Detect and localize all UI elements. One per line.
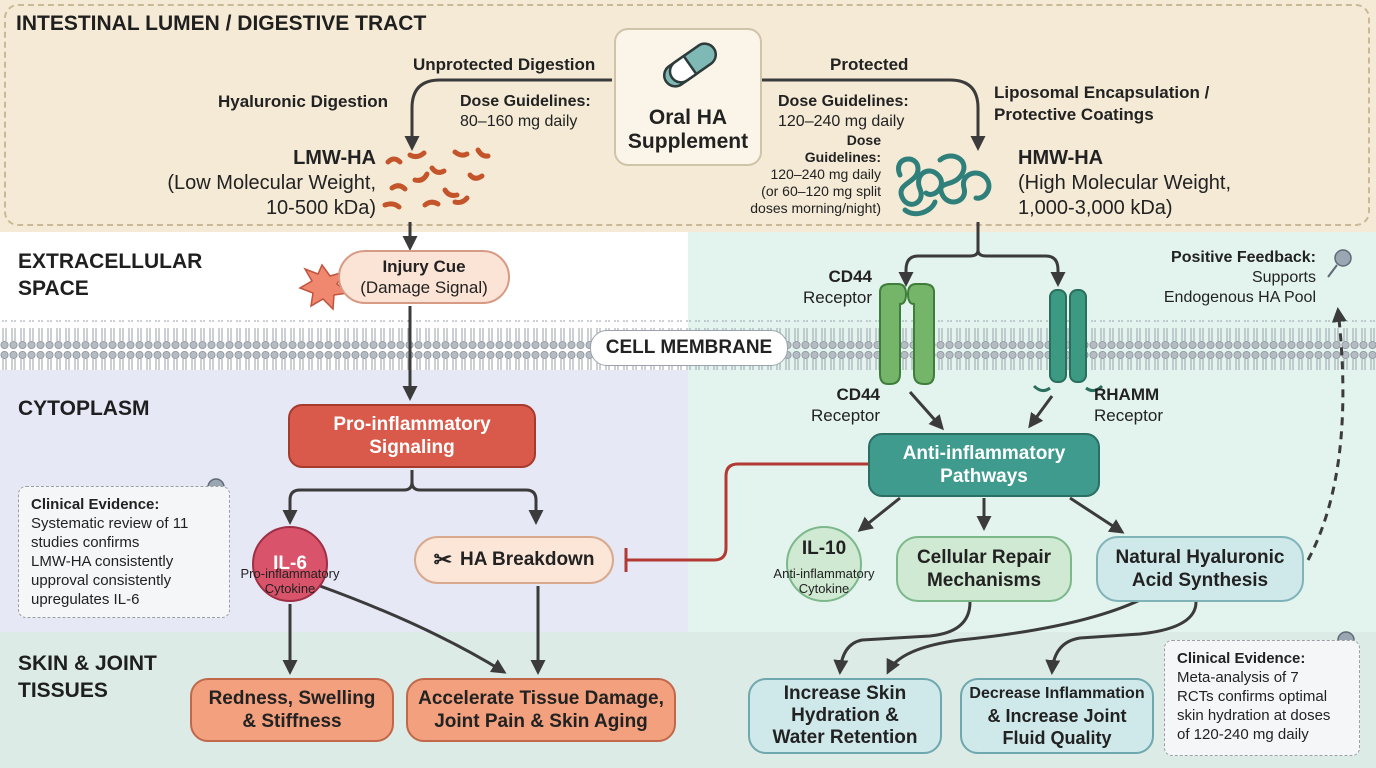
lmw-fragments-icon (382, 147, 491, 210)
outcome-redness-swelling: Redness, Swelling& Stiffness (190, 678, 394, 742)
label-liposomal: Liposomal Encapsulation /Protective Coat… (994, 83, 1210, 124)
dose-guidelines-detail: Dose Guidelines: 120–240 mg daily (or 60… (750, 132, 881, 216)
il10-cytokine: IL-10 (786, 526, 862, 602)
arrow-protected (762, 78, 986, 151)
injury-cue-box: Injury Cue(Damage Signal) (338, 250, 510, 304)
lmw-ha-label: LMW-HA(Low Molecular Weight,10-500 kDa) (167, 147, 376, 219)
zone-label-lumen: INTESTINAL LUMEN / DIGESTIVE TRACT (16, 12, 427, 35)
pin-icon (1327, 249, 1352, 278)
dose-guidelines-left: Dose Guidelines:80–160 mg daily (460, 93, 591, 130)
lumen-dashed-border (4, 4, 1370, 226)
label-unprotected-digestion: Unprotected Digestion (413, 55, 596, 74)
label-protected: Protected (830, 55, 909, 74)
cell-membrane-label: CELL MEMBRANE (590, 330, 788, 366)
arrow-unprotected (404, 78, 612, 151)
ha-breakdown: ✂ HA Breakdown (414, 536, 614, 584)
clinical-evidence-left: Clinical Evidence: Systematic review of … (18, 486, 230, 618)
cd44-receptor-icon (879, 283, 935, 385)
dose-guidelines-right: Dose Guidelines:120–240 mg daily (778, 93, 909, 130)
feedback-arrow (1306, 307, 1347, 561)
scissors-icon: ✂ (433, 547, 452, 572)
il6-cytokine: IL-6 (252, 526, 328, 602)
clinical-evidence-right: Clinical Evidence: Meta-analysis of 7 RC… (1164, 640, 1360, 756)
hmw-ha-label: HMW-HA(High Molecular Weight,1,000-3,000… (1018, 147, 1232, 219)
capsule-icon (663, 42, 717, 88)
inhibition-line (626, 462, 868, 562)
zone-label-cytoplasm: CYTOPLASM (18, 397, 150, 420)
outcome-tissue-damage: Accelerate Tissue Damage,Joint Pain & Sk… (406, 678, 676, 742)
hmw-coils-icon (896, 153, 992, 217)
arrow-to-receptors (904, 222, 1060, 280)
rhamm-receptor-icon (1032, 289, 1104, 393)
label-hyaluronic-digestion: Hyaluronic Digestion (218, 92, 389, 111)
